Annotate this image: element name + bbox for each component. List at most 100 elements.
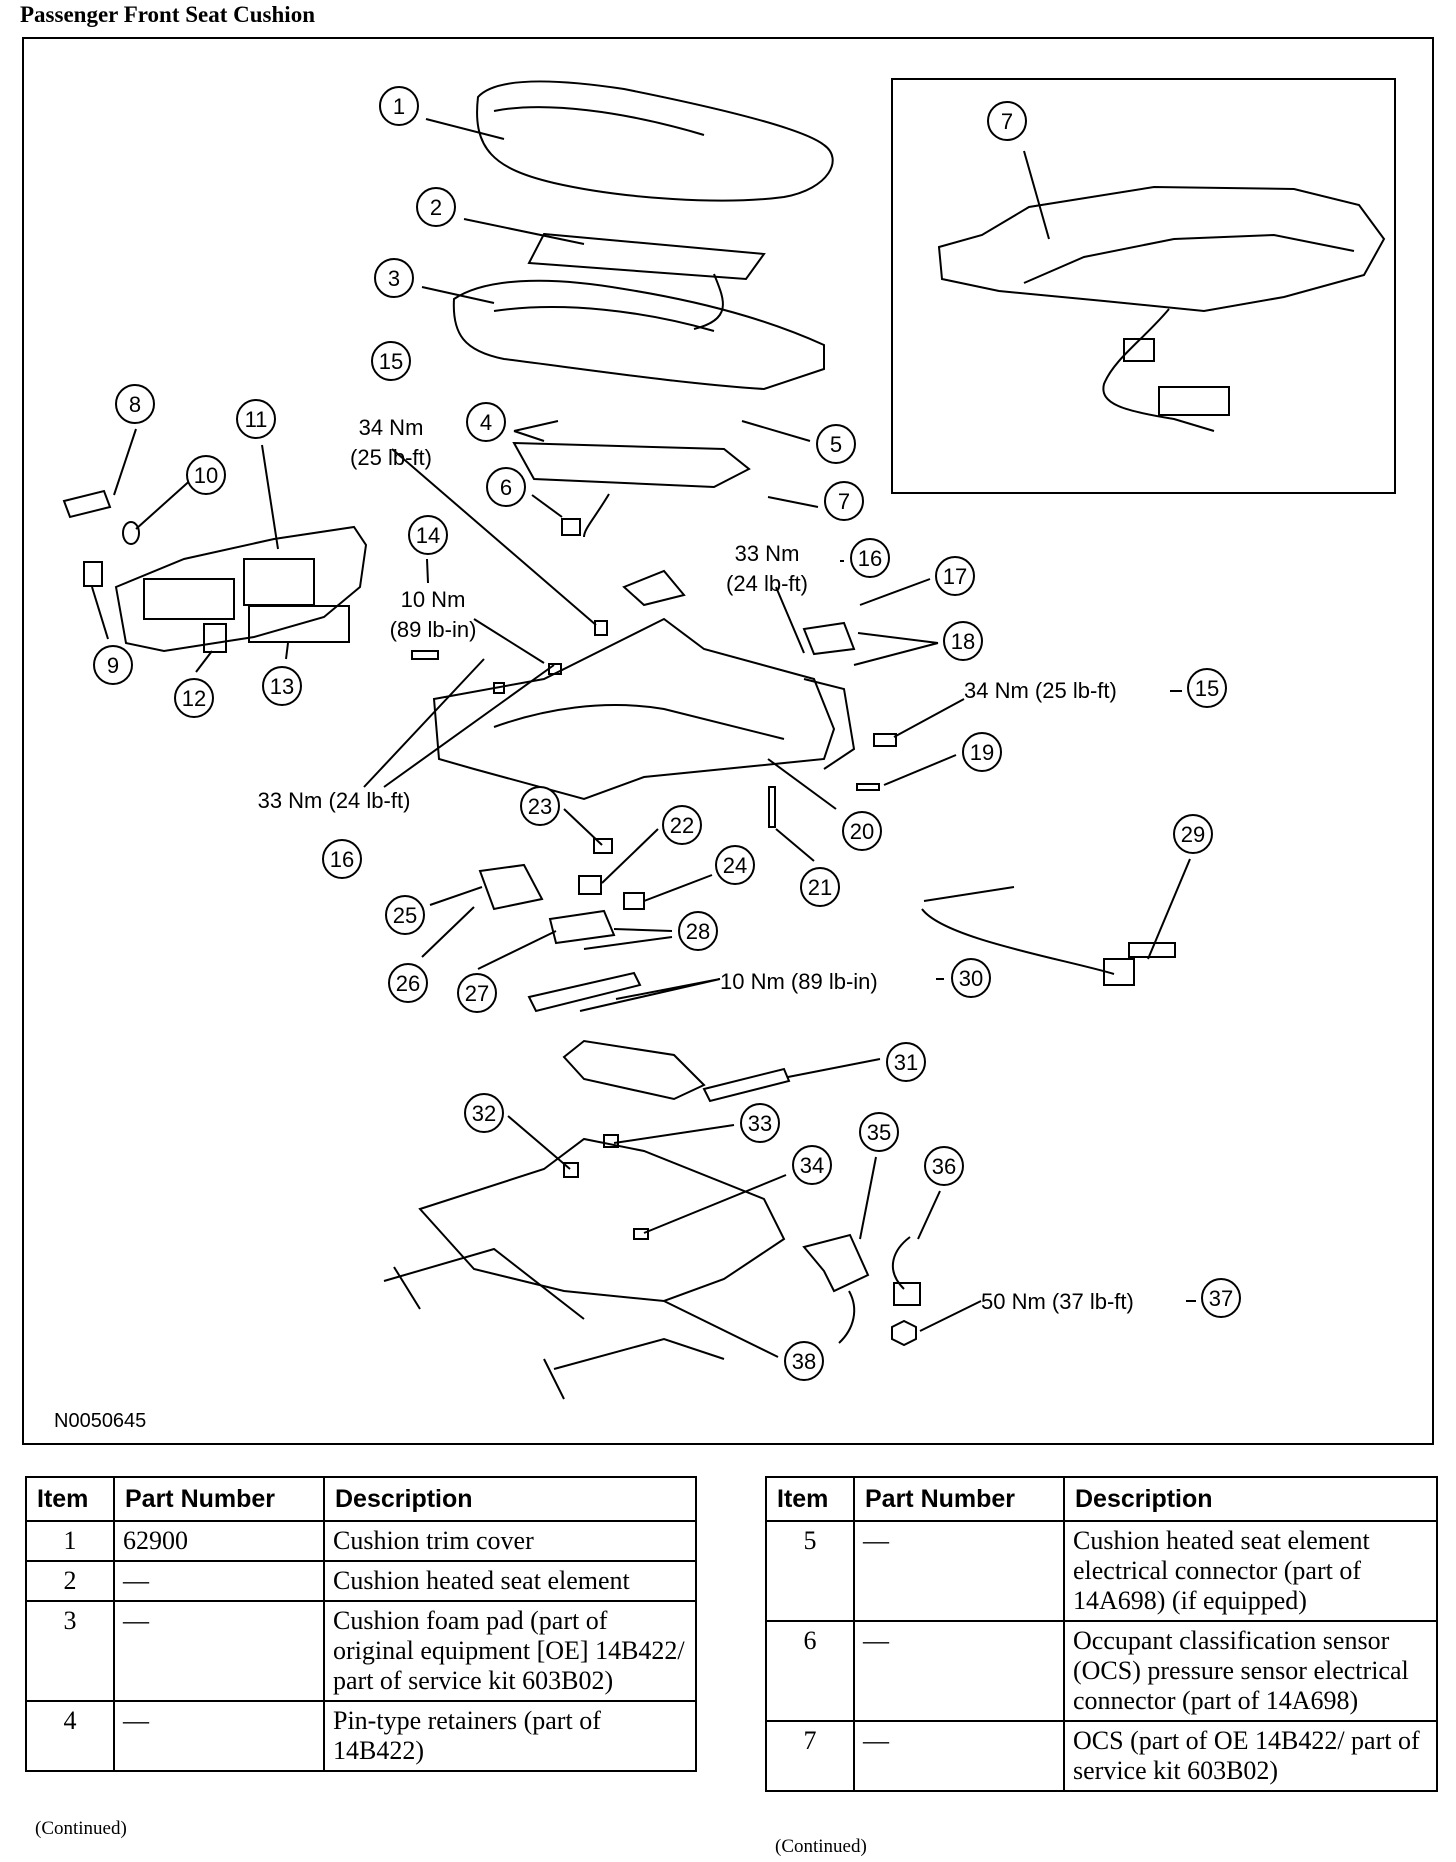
- callout-circle: [322, 839, 362, 879]
- callout-circle: [784, 1341, 824, 1381]
- inset-cushion-outline: [937, 185, 1386, 313]
- seat-track-feet: [393, 1266, 565, 1400]
- callout-17: 17: [935, 556, 975, 596]
- callout-circle: [935, 556, 975, 596]
- callout-21: 21: [800, 867, 840, 907]
- callout-33: 33: [740, 1103, 780, 1143]
- clip-22: [578, 875, 602, 895]
- cell-description: Occupant classification sensor (OCS) pre…: [1063, 1620, 1438, 1722]
- callout-2: 2: [416, 187, 456, 227]
- callout-circle: [850, 538, 890, 578]
- torque-label: 10 Nm: [401, 587, 466, 612]
- heater-element: [527, 232, 766, 281]
- callout-number: 15: [1195, 676, 1219, 701]
- seat-track-rails: [383, 1247, 725, 1370]
- callout-26: 26: [388, 963, 428, 1003]
- callout-circle: [115, 384, 155, 424]
- diagram-code: N0050645: [54, 1410, 146, 1432]
- callout-13: 13: [262, 666, 302, 706]
- module-27: [548, 909, 616, 945]
- callout-16: 16: [850, 538, 890, 578]
- bracket-17: [802, 621, 856, 656]
- foam-pad-detail: [493, 306, 715, 332]
- callout-23: 23: [520, 786, 560, 826]
- callout-circle: [464, 1093, 504, 1133]
- callout-number: 2: [430, 195, 442, 220]
- inset-cushion-detail: [1023, 233, 1355, 284]
- callout-circle: [174, 678, 214, 718]
- callout-number: 30: [959, 966, 983, 991]
- callout-number: 33: [748, 1111, 772, 1136]
- callout-circle: [943, 621, 983, 661]
- callout-number: 6: [500, 475, 512, 500]
- ocs-sensor: [512, 441, 751, 489]
- callout-number: 18: [951, 629, 975, 654]
- inset-plug: [1123, 338, 1155, 362]
- table-header-row: Item Part Number Description: [765, 1476, 1438, 1522]
- motor-rod-a: [527, 971, 642, 1013]
- side-shield: [114, 525, 368, 653]
- table-row: 4—Pin-type retainers (part of 14B422): [25, 1700, 697, 1772]
- callout-number: 20: [850, 819, 874, 844]
- callout-7: 7: [987, 101, 1027, 141]
- callout-25: 25: [385, 895, 425, 935]
- nut-frame-a: [493, 682, 505, 694]
- callout-number: 21: [808, 875, 832, 900]
- cell-description: Cushion heated seat element: [323, 1560, 697, 1602]
- callout-number: 16: [858, 546, 882, 571]
- table-row: 2—Cushion heated seat element: [25, 1560, 697, 1602]
- callout-number: 16: [330, 847, 354, 872]
- leader-lines: [91, 118, 1196, 1358]
- callout-circle: [678, 911, 718, 951]
- callout-circle: [824, 481, 864, 521]
- torque-label: 10 Nm (89 lb-in): [720, 969, 878, 994]
- cell-description: OCS (part of OE 14B422/ part of service …: [1063, 1720, 1438, 1792]
- callout-circle: [408, 515, 448, 555]
- callout-number: 32: [472, 1101, 496, 1126]
- header-description: Description: [323, 1476, 697, 1522]
- callout-circle: [792, 1145, 832, 1185]
- callout-number: 28: [686, 919, 710, 944]
- cell-part-number: —: [853, 1720, 1065, 1792]
- callout-6: 6: [486, 467, 526, 507]
- bolt-15b: [873, 733, 897, 747]
- callout-number: 11: [245, 407, 268, 432]
- seat-frame-spring: [493, 704, 785, 740]
- torque-label: 33 Nm: [735, 541, 800, 566]
- callout-number: 22: [670, 813, 694, 838]
- callout-30: 30: [951, 958, 991, 998]
- table-row: 3—Cushion foam pad (part of original equ…: [25, 1600, 697, 1702]
- seat-track: [418, 1137, 786, 1303]
- callout-circle: [886, 1042, 926, 1082]
- cell-description: Cushion heated seat element electrical c…: [1063, 1520, 1438, 1622]
- inset-box: [891, 78, 1396, 494]
- callout-circle: [859, 1112, 899, 1152]
- callout-19: 19: [962, 732, 1002, 772]
- switch-knob-8: [62, 489, 112, 519]
- cell-item: 6: [765, 1620, 855, 1722]
- callout-35: 35: [859, 1112, 899, 1152]
- callout-circle: [987, 101, 1027, 141]
- callout-8: 8: [115, 384, 155, 424]
- callout-18: 18: [943, 621, 983, 661]
- connector-36: [893, 1282, 921, 1306]
- header-item: Item: [25, 1476, 115, 1522]
- cell-part-number: —: [113, 1700, 325, 1772]
- table-row: 7—OCS (part of OE 14B422/ part of servic…: [765, 1720, 1438, 1792]
- callout-number: 36: [932, 1154, 956, 1179]
- callout-circle: [457, 973, 497, 1013]
- callout-circle: [186, 455, 226, 495]
- callout-12: 12: [174, 678, 214, 718]
- cable-29-end: [1103, 958, 1135, 986]
- trim-cover: [476, 80, 834, 202]
- cell-part-number: —: [853, 1520, 1065, 1622]
- switch-knob-10: [122, 521, 140, 545]
- nut-23: [593, 838, 613, 854]
- callout-number: 19: [970, 740, 994, 765]
- side-shield-cutout: [243, 558, 315, 606]
- callout-circle: [416, 187, 456, 227]
- callout-circle: [1187, 668, 1227, 708]
- torque-label: (89 lb-in): [390, 617, 477, 642]
- cable-29-end2: [1128, 942, 1176, 958]
